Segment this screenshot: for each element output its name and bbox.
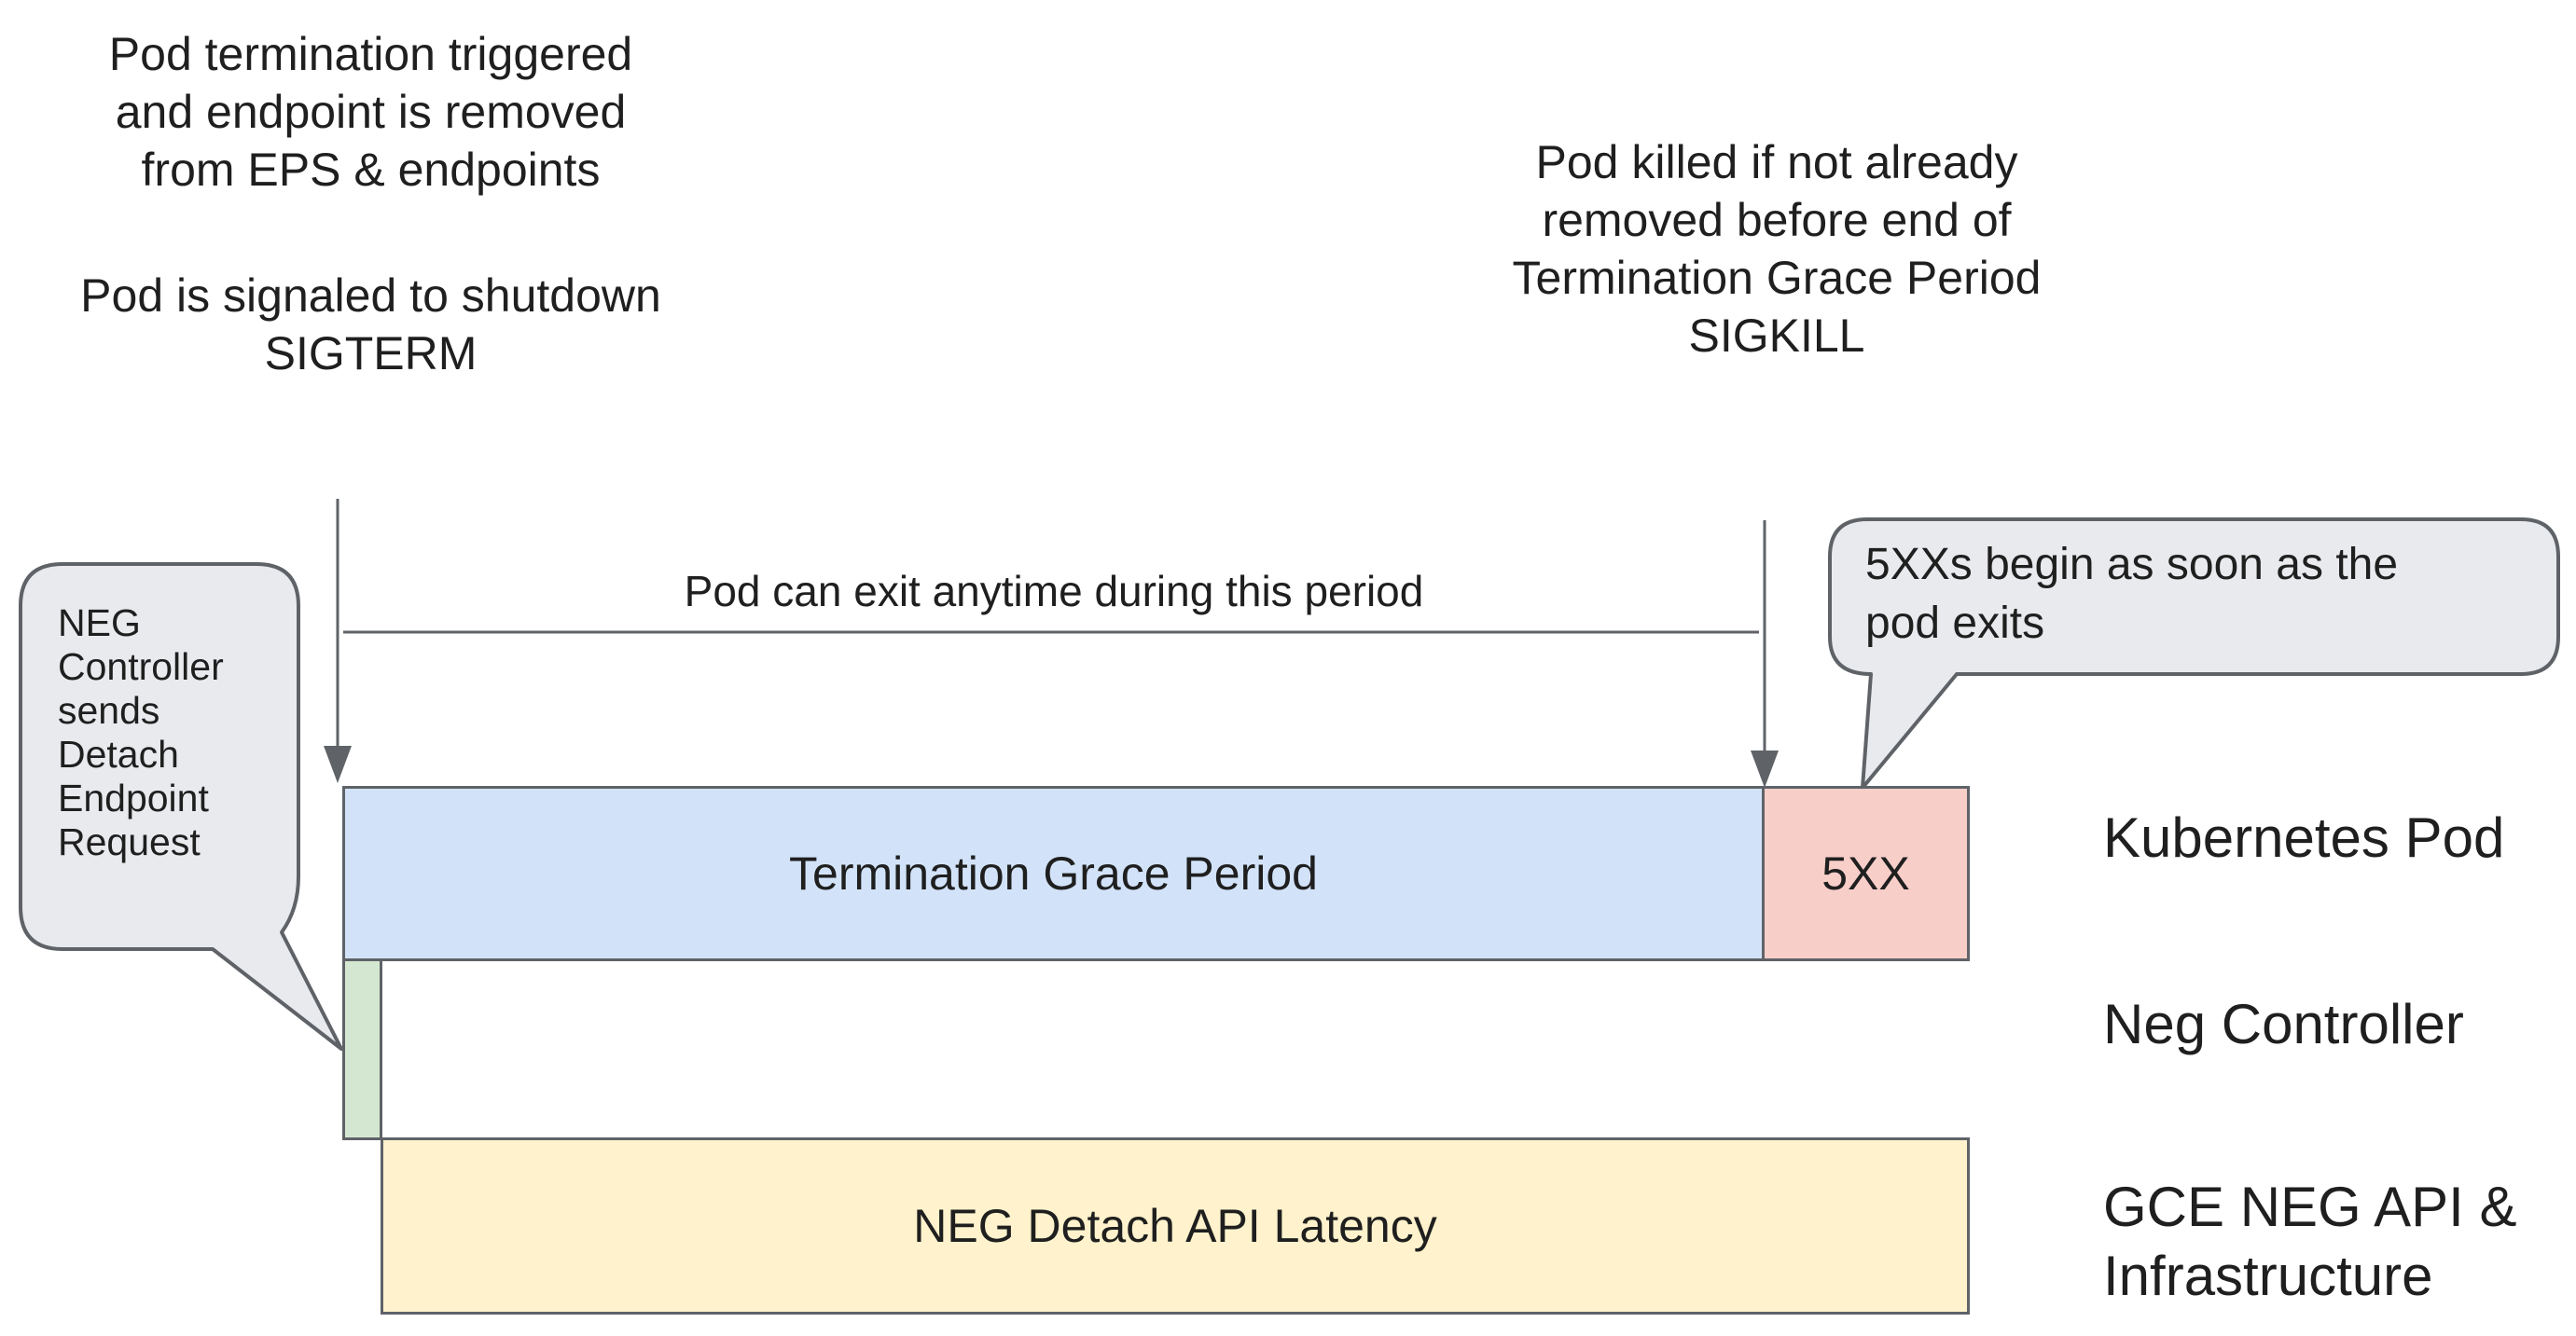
error-5xx-bar: 5XX (1762, 786, 1970, 961)
detach-latency-bar-label: NEG Detach API Latency (913, 1200, 1437, 1252)
detach-latency-bar: NEG Detach API Latency (381, 1137, 1970, 1315)
row-label-neg-controller: Neg Controller (2103, 993, 2464, 1055)
sigkill-arrow (1751, 520, 1779, 788)
right-callout-bubble (1828, 517, 2560, 790)
left-callout-text: NEG Controller sends Detach Endpoint Req… (58, 601, 224, 863)
pod-signaled-note: Pod is signaled to shutdown SIGTERM (80, 269, 661, 379)
pod-killed-note: Pod killed if not already removed before… (1512, 136, 2042, 362)
error-5xx-bar-label: 5XX (1821, 847, 1910, 900)
grace-period-bar: Termination Grace Period (342, 786, 1765, 961)
right-callout-text: 5XXs begin as soon as the pod exits (1865, 540, 2399, 648)
grace-period-bar-label: Termination Grace Period (789, 847, 1318, 900)
row-label-kubernetes-pod: Kubernetes Pod (2103, 806, 2505, 869)
sigterm-arrow (324, 499, 352, 783)
left-callout-bubble (19, 562, 343, 1051)
detach-request-bar (342, 958, 382, 1140)
pod-termination-note: Pod termination triggered and endpoint i… (108, 28, 633, 196)
exit-period-label: Pod can exit anytime during this period (684, 567, 1424, 615)
row-label-gce-neg-api: GCE NEG API & Infrastructure (2103, 1176, 2517, 1307)
